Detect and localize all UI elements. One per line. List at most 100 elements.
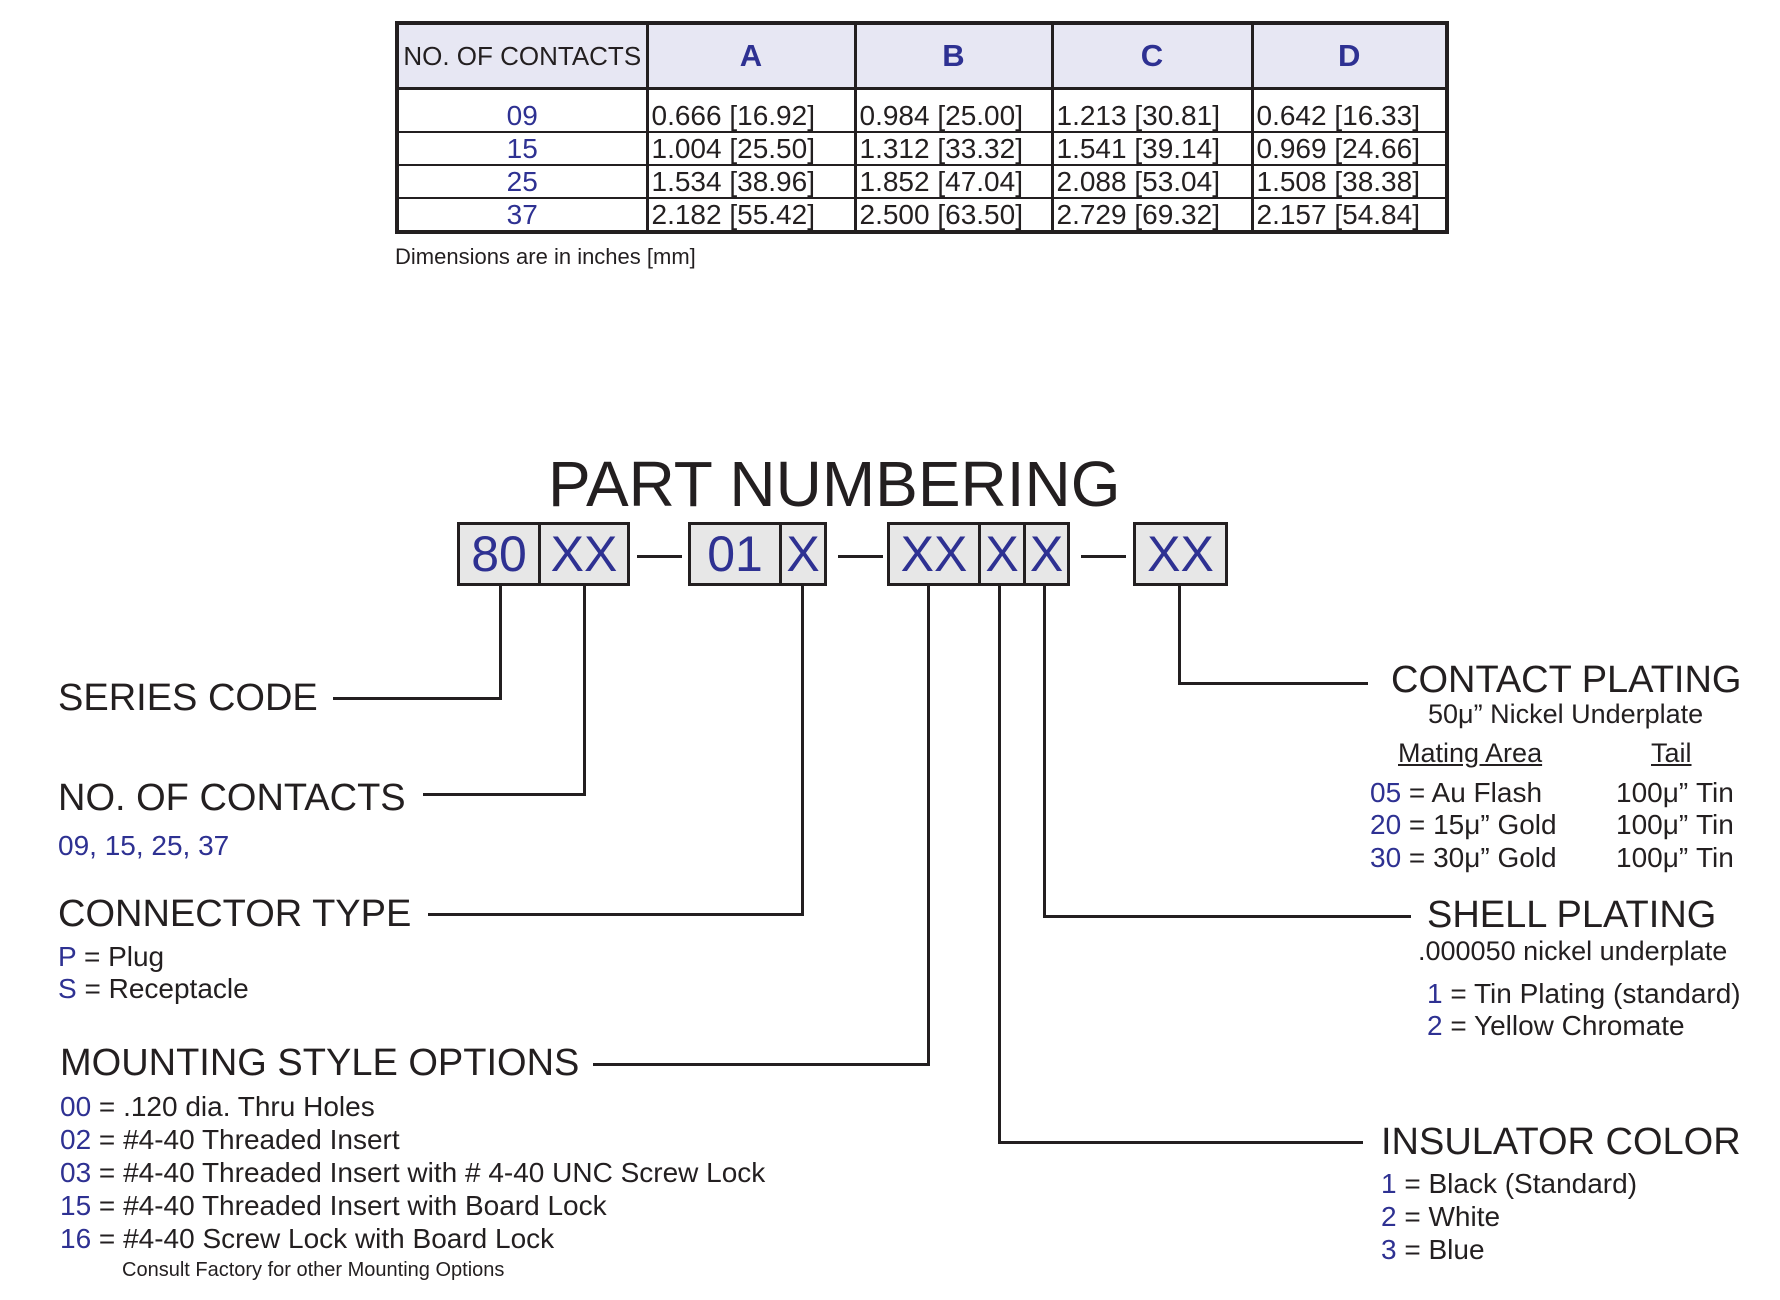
cell-a: 2.182 [55.42] <box>645 198 857 233</box>
tail-column-header: Tail <box>1651 738 1692 768</box>
option-text: = Yellow Chromate <box>1442 1010 1685 1041</box>
table-row: 09 0.666 [16.92] 0.984 [25.00] 1.213 [30… <box>395 88 1449 133</box>
pn-box-connector-type: X <box>779 522 827 586</box>
leader-line-connector <box>801 586 804 916</box>
insulator-option: 3 = Blue <box>1381 1233 1485 1266</box>
leader-line-series <box>499 586 502 700</box>
option-code: 05 <box>1370 777 1402 808</box>
option-code: 16 <box>60 1223 92 1254</box>
contacts-heading: NO. OF CONTACTS <box>58 777 406 819</box>
leader-line-connector <box>428 913 804 916</box>
pn-dash <box>637 555 682 558</box>
insulator-option: 1 = Black (Standard) <box>1381 1167 1637 1200</box>
option-text: = .120 dia. Thru Holes <box>91 1091 375 1122</box>
leader-line-shell <box>1043 586 1046 918</box>
leader-line-series <box>333 697 502 700</box>
pn-box-contacts: XX <box>538 522 630 586</box>
cell-c: 1.213 [30.81] <box>1050 88 1254 133</box>
cell-c: 2.088 [53.04] <box>1050 165 1254 199</box>
option-code: 1 <box>1381 1168 1397 1199</box>
cell-b: 1.312 [33.32] <box>853 132 1054 166</box>
option-text: = Blue <box>1396 1234 1485 1265</box>
option-code: 03 <box>60 1157 92 1188</box>
leader-line-contacts <box>423 793 586 796</box>
option-code: P <box>58 941 77 972</box>
pn-box-plating: XX <box>1133 522 1228 586</box>
plating-tail: 100μ” Tin <box>1616 809 1734 840</box>
option-mating: = 15μ” Gold <box>1401 809 1557 840</box>
connector-option: P = Plug <box>58 940 164 973</box>
leader-line-shell <box>1043 915 1411 918</box>
leader-line-insulator <box>998 1141 1363 1144</box>
cell-d: 1.508 [38.38] <box>1250 165 1449 199</box>
series-code-heading: SERIES CODE <box>58 677 318 719</box>
shell-plating-heading: SHELL PLATING <box>1427 894 1717 936</box>
option-code: 00 <box>60 1091 92 1122</box>
leader-line-mounting <box>927 586 930 1066</box>
option-code: 3 <box>1381 1234 1397 1265</box>
cell-b: 2.500 [63.50] <box>853 198 1054 233</box>
mounting-note: Consult Factory for other Mounting Optio… <box>122 1259 505 1281</box>
option-mating: = 30μ” Gold <box>1401 842 1557 873</box>
leader-line-contacts <box>583 586 586 796</box>
table-row: 15 1.004 [25.50] 1.312 [33.32] 1.541 [39… <box>395 132 1449 166</box>
option-code: 20 <box>1370 809 1402 840</box>
header-c: C <box>1050 21 1254 90</box>
pn-dash <box>1081 555 1126 558</box>
mounting-option: 15 = #4-40 Threaded Insert with Board Lo… <box>60 1189 607 1222</box>
leader-line-plating <box>1178 682 1368 685</box>
mating-area-column-header: Mating Area <box>1398 738 1543 768</box>
pn-box-01: 01 <box>688 522 782 586</box>
shell-option: 1 = Tin Plating (standard) <box>1427 977 1741 1010</box>
leader-line-plating <box>1178 586 1181 685</box>
mounting-option: 03 = #4-40 Threaded Insert with # 4-40 U… <box>60 1156 765 1189</box>
dimension-note: Dimensions are in inches [mm] <box>395 244 696 269</box>
option-mating: = Au Flash <box>1401 777 1543 808</box>
option-text: = #4-40 Threaded Insert with # 4-40 UNC … <box>91 1157 766 1188</box>
option-text: = #4-40 Threaded Insert with Board Lock <box>91 1190 607 1221</box>
option-text: = Receptacle <box>76 973 249 1004</box>
contact-plating-subheading: 50μ” Nickel Underplate <box>1428 699 1704 729</box>
pn-box-shell: X <box>1023 522 1070 586</box>
cell-d: 0.642 [16.33] <box>1250 88 1449 133</box>
pn-box-insulator: X <box>978 522 1026 586</box>
part-numbering-title: PART NUMBERING <box>548 448 1121 520</box>
option-code: 30 <box>1370 842 1402 873</box>
mounting-option: 16 = #4-40 Screw Lock with Board Lock <box>60 1222 554 1255</box>
option-text: = #4-40 Threaded Insert <box>91 1124 400 1155</box>
mounting-option: 00 = .120 dia. Thru Holes <box>60 1090 375 1123</box>
connector-type-heading: CONNECTOR TYPE <box>58 893 412 935</box>
cell-d: 0.969 [24.66] <box>1250 132 1449 166</box>
cell-b: 0.984 [25.00] <box>853 88 1054 133</box>
option-code: S <box>58 973 77 1004</box>
pn-dash <box>838 555 883 558</box>
option-code: 2 <box>1427 1010 1443 1041</box>
cell-a: 1.004 [25.50] <box>645 132 857 166</box>
plating-option: 20 = 15μ” Gold <box>1370 808 1557 841</box>
cell-contacts: 09 <box>395 88 649 133</box>
cell-c: 1.541 [39.14] <box>1050 132 1254 166</box>
leader-line-insulator <box>998 586 1001 1144</box>
header-a: A <box>645 21 857 90</box>
shell-plating-subheading: .000050 nickel underplate <box>1418 936 1728 966</box>
option-text: = Plug <box>76 941 165 972</box>
plating-tail: 100μ” Tin <box>1616 842 1734 873</box>
option-code: 2 <box>1381 1201 1397 1232</box>
plating-option: 30 = 30μ” Gold <box>1370 841 1557 874</box>
shell-option: 2 = Yellow Chromate <box>1427 1009 1685 1042</box>
cell-a: 1.534 [38.96] <box>645 165 857 199</box>
leader-line-mounting <box>593 1063 930 1066</box>
contacts-values: 09, 15, 25, 37 <box>58 830 230 861</box>
header-no-of-contacts: NO. OF CONTACTS <box>395 21 649 90</box>
cell-a: 0.666 [16.92] <box>645 88 857 133</box>
mounting-style-heading: MOUNTING STYLE OPTIONS <box>60 1042 580 1084</box>
plating-option: 05 = Au Flash <box>1370 776 1542 809</box>
pn-box-mounting: XX <box>887 522 981 586</box>
cell-contacts: 15 <box>395 132 649 166</box>
insulator-color-heading: INSULATOR COLOR <box>1381 1121 1741 1163</box>
option-code: 02 <box>60 1124 92 1155</box>
insulator-option: 2 = White <box>1381 1200 1500 1233</box>
option-code: 15 <box>60 1190 92 1221</box>
option-text: = White <box>1396 1201 1501 1232</box>
header-b: B <box>853 21 1054 90</box>
